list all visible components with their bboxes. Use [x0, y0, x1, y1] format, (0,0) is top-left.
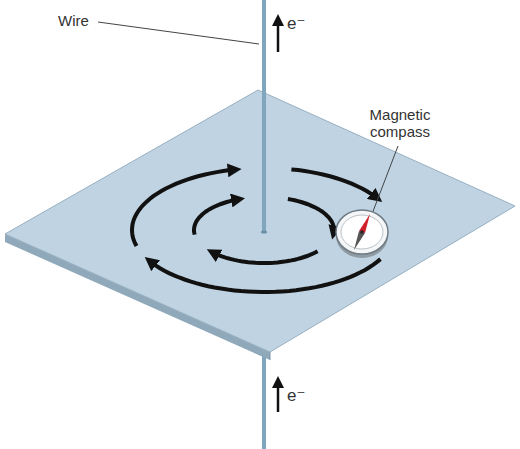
- electron-arrow: [277, 380, 280, 412]
- plate-edge: [5, 90, 515, 360]
- wire-entry: [261, 231, 267, 234]
- field-line-arc: [132, 169, 237, 246]
- plate: [5, 90, 515, 352]
- electron-label: e⁻: [287, 14, 305, 34]
- field-line-arc: [291, 169, 378, 199]
- plate-corner: [270, 352, 271, 360]
- field-line-arc: [194, 199, 240, 235]
- compass-label: Magnetic compass: [360, 106, 440, 140]
- leader-line: [372, 146, 398, 214]
- leader-line: [98, 22, 259, 44]
- wire-label: Wire: [58, 12, 89, 29]
- magnetic-compass: [336, 210, 388, 258]
- field-line-arc: [211, 251, 317, 263]
- electron-arrow: [277, 18, 280, 52]
- electron-label: e⁻: [287, 386, 305, 406]
- field-line-arc: [288, 199, 334, 235]
- wire-upper: [262, 0, 266, 232]
